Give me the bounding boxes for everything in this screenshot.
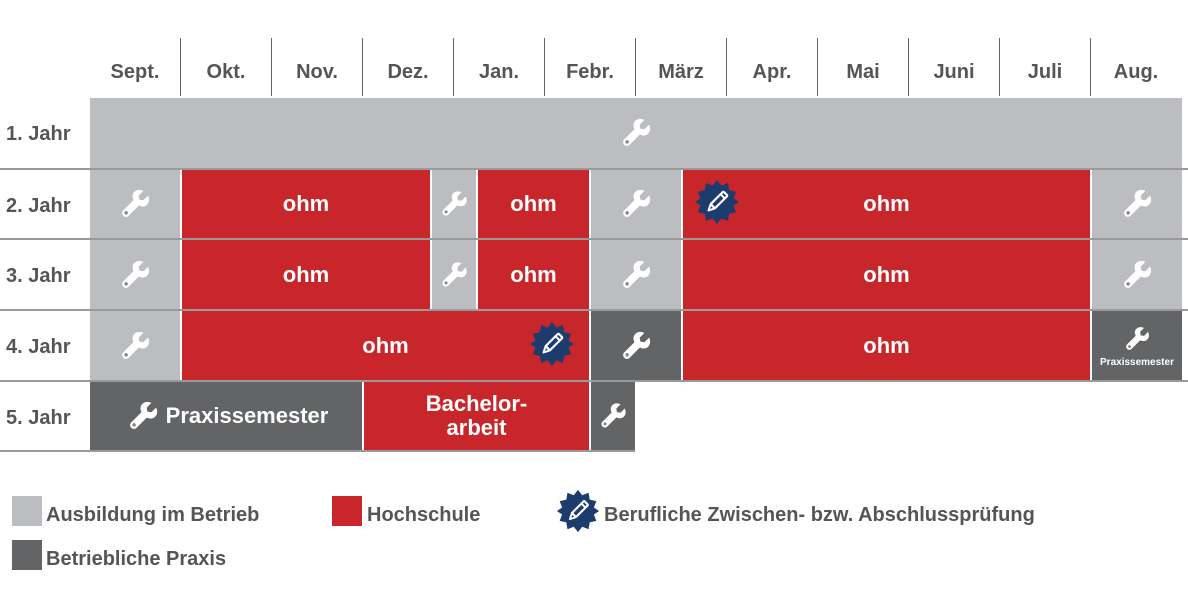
cell-praxissemester-y5: Praxissemester [90,382,362,450]
legend-label-praxis: Betriebliche Praxis [46,548,227,570]
ohm-logo: ohm [863,191,910,216]
wrench-icon [437,258,471,292]
row-divider [0,450,635,452]
month-divider [635,38,636,96]
cell-praxis-y4-aug: Praxissemester [1092,311,1182,380]
month-label-sept: Sept. [110,61,160,83]
month-label-okt: Okt. [206,61,246,83]
month-label-apr: Apr. [752,61,792,83]
year-label-2: 2. Jahr [6,195,71,217]
legend-swatch-praxis [12,540,42,570]
cell-ausbildung-y2-aug [1092,170,1182,238]
pencil-badge-icon [555,488,601,534]
cell-hochschule-y4-ss: ohm [683,311,1090,380]
month-divider [271,38,272,96]
legend-swatch-hochschule [332,496,362,526]
bachelorarbeit-label-line2: arbeit [446,415,507,440]
cell-ausbildung-y2-jan [432,170,476,238]
year-label-4: 4. Jahr [6,336,71,358]
cell-hochschule-y2-ss: ohm [683,170,1090,238]
wrench-icon [116,256,154,294]
cell-ausbildung-y3-aug [1092,240,1182,309]
cell-hochschule-y4-ws: ohm [182,311,589,380]
month-label-aug: Aug. [1113,61,1159,83]
month-label-juli: Juli [1027,61,1063,83]
ohm-logo: ohm [510,191,557,216]
row-divider [0,309,1188,311]
wrench-icon [617,185,655,223]
month-label-dez: Dez. [387,61,429,83]
row-divider [0,168,1188,170]
praxissemester-small-label: Praxissemester [1100,356,1174,368]
ohm-logo: ohm [282,191,330,216]
wrench-icon [617,256,655,294]
month-label-febr: Febr. [566,61,614,83]
ohm-logo: ohm [863,332,910,358]
year-label-1: 1. Jahr [6,123,71,145]
wrench-icon [116,327,154,365]
cell-hochschule-y3-ws: ohm [182,240,430,309]
year-label-3: 3. Jahr [6,265,71,287]
cell-ausbildung-y3-sept [90,240,180,309]
month-divider [817,38,818,96]
cell-hochschule-y3-ss: ohm [683,240,1090,309]
cell-ausbildung-year1 [90,98,1182,168]
wrench-icon [1118,185,1156,223]
month-divider [999,38,1000,96]
cell-ausbildung-y2-sept [90,170,180,238]
cell-hochschule-y2-ws: ohm [182,170,430,238]
legend-swatch-ausbildung [12,496,42,526]
wrench-icon [617,327,655,365]
cell-praxis-y5-maerz [591,382,635,450]
month-divider [180,38,181,96]
cell-ausbildung-y3-maerz [591,240,681,309]
wrench-icon [1121,323,1153,355]
month-label-mai: Mai [846,61,880,83]
month-divider [726,38,727,96]
wrench-icon [437,187,471,221]
month-label-maerz: März [658,61,704,83]
ohm-logo: ohm [510,261,557,287]
ohm-logo: ohm [863,261,910,287]
legend-label-ausbildung: Ausbildung im Betrieb [46,504,260,526]
month-label-nov: Nov. [296,61,338,83]
legend-label-hochschule: Hochschule [367,504,481,526]
cell-hochschule-y2-febr: ohm [478,170,589,238]
month-divider [453,38,454,96]
wrench-icon [124,397,162,435]
praxissemester-label: Praxissemester [165,403,329,428]
pencil-badge-icon [693,178,741,226]
legend-label-pruefung: Berufliche Zwischen- bzw. Abschlussprüfu… [604,504,1035,526]
month-divider [908,38,909,96]
month-label-juni: Juni [933,61,975,83]
wrench-icon [116,185,154,223]
cell-ausbildung-y4-sept [90,311,180,380]
month-divider [362,38,363,96]
year-label-5: 5. Jahr [6,407,71,429]
cell-hochschule-y3-febr: ohm [478,240,589,309]
wrench-icon [617,114,655,152]
wrench-icon [1118,256,1156,294]
cell-bachelorarbeit-y5: Bachelor- arbeit [364,382,589,450]
pencil-badge-icon [528,320,576,368]
cell-ausbildung-y2-maerz [591,170,681,238]
wrench-icon [596,399,630,433]
cell-ausbildung-y3-jan [432,240,476,309]
month-label-jan: Jan. [478,61,520,83]
month-divider [544,38,545,96]
month-divider [1090,38,1091,96]
ohm-logo: ohm [282,261,330,287]
cell-praxis-y4-maerz [591,311,681,380]
row-divider [0,380,1188,382]
ohm-logo: ohm [362,332,409,358]
row-divider [0,238,1188,240]
bachelorarbeit-label-line1: Bachelor- [425,391,528,416]
